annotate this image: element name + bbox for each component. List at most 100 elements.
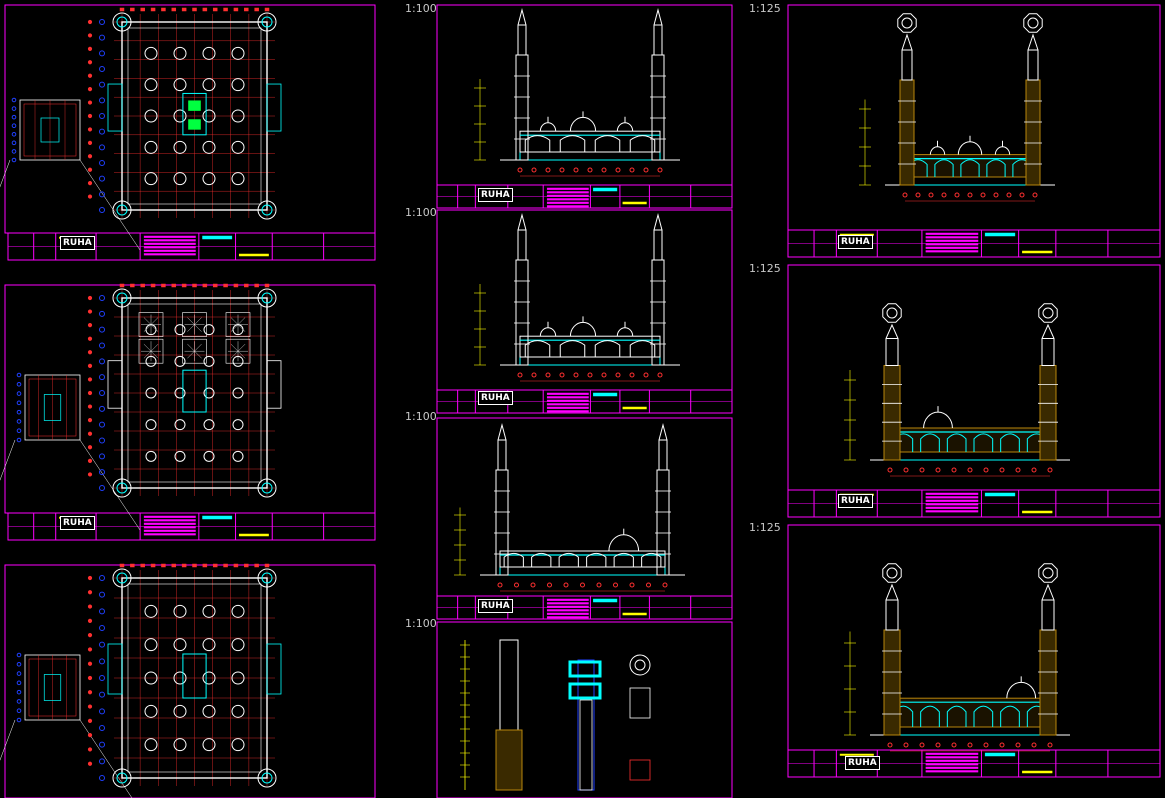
grid-bubble xyxy=(11,140,17,146)
column-circle xyxy=(202,46,216,60)
column-circle xyxy=(174,450,186,462)
arch xyxy=(934,159,954,177)
grid-bubble xyxy=(99,641,105,648)
dimension-marker xyxy=(615,372,621,378)
grid-bubble xyxy=(99,725,105,731)
dimension-marker xyxy=(531,167,537,173)
dimension-marker xyxy=(928,192,934,198)
central-feature xyxy=(182,653,207,699)
dimension-marker xyxy=(967,192,973,198)
title-block-text xyxy=(546,403,589,406)
grid-bubble xyxy=(99,207,105,213)
octagon-finial xyxy=(897,13,917,33)
sheet-frame xyxy=(436,417,733,597)
dimension-marker xyxy=(951,467,957,473)
dimension-marker xyxy=(657,372,663,378)
minaret-base xyxy=(257,200,277,220)
grid-bubble xyxy=(16,428,22,434)
title-block-text xyxy=(546,609,589,612)
minaret-upper xyxy=(653,24,663,56)
arch xyxy=(559,135,586,152)
dimension-dot xyxy=(87,418,93,423)
dimension-tick xyxy=(254,563,259,568)
minaret-spire xyxy=(1041,583,1055,601)
dome-rib xyxy=(150,351,159,359)
minaret-spire xyxy=(653,8,663,26)
dome xyxy=(539,122,557,132)
title-block-text xyxy=(143,519,196,522)
column-circle xyxy=(202,172,216,186)
column-circle xyxy=(144,738,158,752)
title-block-text xyxy=(925,250,979,253)
sheet-frame xyxy=(4,564,376,798)
dome-rib xyxy=(187,324,195,332)
dimension-marker xyxy=(954,192,960,198)
dimension-marker xyxy=(657,167,663,173)
minaret-base xyxy=(112,12,132,32)
minaret-shaft xyxy=(1039,629,1057,736)
dome-rib xyxy=(187,343,195,352)
grid-bubble xyxy=(99,191,105,198)
dimension-tick xyxy=(244,563,249,568)
finial-detail xyxy=(629,654,651,676)
minaret-spire xyxy=(1041,323,1055,339)
column-circle xyxy=(231,704,245,718)
dome-rib xyxy=(143,324,152,332)
title-block-text xyxy=(925,503,979,506)
grid-bubble xyxy=(99,741,105,748)
finial-circle xyxy=(1042,567,1054,579)
dome-rib xyxy=(237,351,246,359)
arch xyxy=(960,159,980,177)
grid-bubble xyxy=(99,575,105,581)
grid-bubble xyxy=(99,128,105,135)
dimension-marker xyxy=(935,467,941,473)
finial-circle xyxy=(886,567,898,579)
grid-bubble xyxy=(99,310,105,317)
grid-bubble xyxy=(99,374,105,381)
grid-bubble xyxy=(99,326,105,333)
grid-bubble xyxy=(11,131,17,137)
grid-bubble xyxy=(16,680,22,686)
minaret-spire xyxy=(885,323,899,339)
side-bay xyxy=(107,360,123,409)
grid-bubble xyxy=(16,717,22,723)
side-bay xyxy=(266,643,282,695)
title-block-text xyxy=(546,616,589,619)
side-bay xyxy=(107,643,123,695)
dimension-marker xyxy=(902,192,908,198)
dimension-tick xyxy=(202,7,208,12)
dimension-tick xyxy=(181,7,187,12)
finial-detail xyxy=(634,659,646,671)
column-circle xyxy=(144,604,158,618)
dimension-marker xyxy=(887,742,893,748)
dome-rib xyxy=(194,324,202,332)
dimension-marker xyxy=(967,742,973,748)
plinth xyxy=(519,356,661,366)
title-block-text xyxy=(925,759,979,762)
title-block-text xyxy=(143,239,196,242)
column-circle xyxy=(173,78,187,92)
dimension-tick xyxy=(130,7,135,12)
balcony-detail xyxy=(568,660,602,678)
title-block-text xyxy=(622,612,647,616)
grid-bubble xyxy=(99,358,105,365)
title-block xyxy=(787,749,1161,778)
title-block-text xyxy=(925,239,979,242)
dimension-marker xyxy=(951,742,957,748)
dimension-dot xyxy=(87,167,93,172)
dimension-tick xyxy=(254,283,259,288)
title-block-text xyxy=(546,612,589,615)
title-block-text xyxy=(925,496,979,499)
dimension-marker xyxy=(497,582,503,588)
dome xyxy=(616,122,634,132)
grid-bubble xyxy=(99,144,105,151)
dimension-marker xyxy=(919,467,925,473)
dimension-tick xyxy=(119,7,125,12)
grid-bubble xyxy=(99,405,105,412)
column-circle xyxy=(174,419,186,431)
column-circle xyxy=(202,140,216,154)
arch xyxy=(559,340,586,357)
dimension-dot xyxy=(87,618,93,623)
dome-rib xyxy=(194,351,202,359)
